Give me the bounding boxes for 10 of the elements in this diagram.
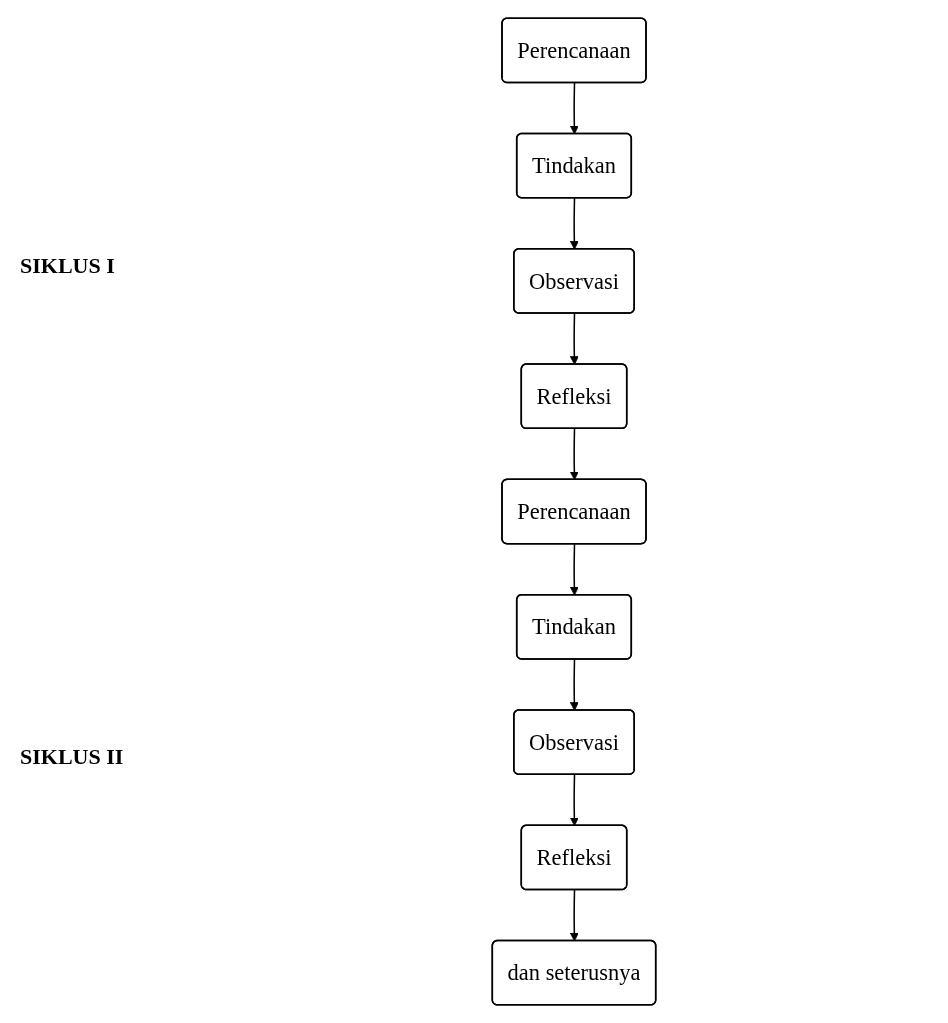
arrow bbox=[569, 312, 579, 365]
arrow bbox=[569, 428, 579, 481]
arrow bbox=[569, 82, 579, 135]
cycle-heading: SIKLUS II bbox=[20, 744, 125, 771]
arrow bbox=[569, 774, 579, 827]
cycle-heading: SIKLUS I bbox=[20, 252, 116, 279]
arrow bbox=[569, 658, 579, 711]
arrow bbox=[569, 197, 579, 250]
arrow bbox=[569, 889, 579, 942]
arrow bbox=[569, 543, 579, 596]
